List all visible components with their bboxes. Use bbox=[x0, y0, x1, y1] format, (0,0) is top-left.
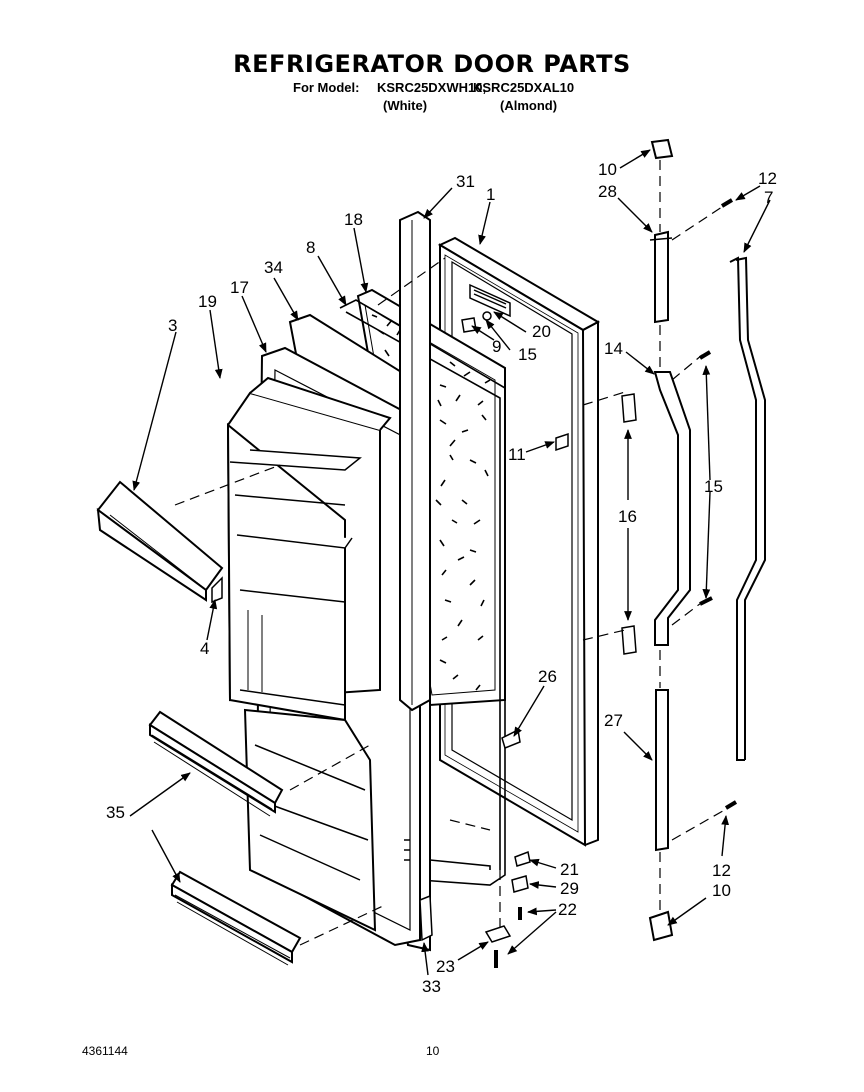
screw-icon bbox=[724, 800, 738, 810]
callout-1: 1 bbox=[486, 185, 495, 204]
door-handle-assembly bbox=[648, 138, 691, 942]
callout-17: 17 bbox=[230, 278, 249, 297]
liner-rivet-icon bbox=[404, 839, 410, 861]
clip-icon bbox=[555, 432, 569, 452]
callout-4: 4 bbox=[200, 639, 209, 658]
lower-trim-strip bbox=[419, 894, 433, 942]
callout-33: 33 bbox=[422, 977, 441, 996]
door-gasket bbox=[339, 299, 506, 886]
callout-22: 22 bbox=[558, 900, 577, 919]
handle-trim-strip bbox=[729, 256, 766, 761]
screw-icon bbox=[482, 311, 492, 321]
callout-16: 16 bbox=[618, 507, 637, 526]
model-prefix: For Model: bbox=[293, 80, 360, 95]
callout-26: 26 bbox=[538, 667, 557, 686]
callout-3: 3 bbox=[168, 316, 177, 335]
dairy-hinge-icon bbox=[211, 576, 223, 604]
page-title: REFRIGERATOR DOOR PARTS bbox=[233, 50, 631, 78]
door-shelf-unit bbox=[226, 376, 392, 722]
door-trim-strip bbox=[399, 210, 431, 712]
callout-23: 23 bbox=[436, 957, 455, 976]
plug-icon bbox=[461, 317, 477, 333]
document-number: 4361144 bbox=[82, 1044, 128, 1058]
bushing-icon bbox=[514, 850, 531, 867]
callout-12-top: 12 bbox=[758, 169, 777, 188]
callout-15: 15 bbox=[518, 345, 537, 364]
callout-31: 31 bbox=[456, 172, 475, 191]
callout-8: 8 bbox=[306, 238, 315, 257]
screw-icon bbox=[720, 198, 734, 208]
callout-9: 9 bbox=[492, 337, 501, 356]
callout-27: 27 bbox=[604, 711, 623, 730]
callout-34: 34 bbox=[264, 258, 283, 277]
color-almond: (Almond) bbox=[500, 98, 558, 113]
handle-pad-lower bbox=[621, 625, 637, 655]
lower-shelf-unit bbox=[243, 708, 377, 932]
callout-28: 28 bbox=[598, 182, 617, 201]
page-number: 10 bbox=[426, 1044, 440, 1058]
callout-29: 29 bbox=[560, 879, 579, 898]
hinge-plate bbox=[469, 283, 511, 318]
door-bin-lower bbox=[170, 870, 302, 966]
dairy-compartment-door bbox=[96, 480, 224, 602]
door-bin-upper bbox=[148, 710, 284, 817]
callout-labels: 31 1 18 8 34 17 19 3 20 9 15 11 4 26 35 … bbox=[106, 160, 777, 996]
callout-7: 7 bbox=[764, 188, 773, 207]
callout-14: 14 bbox=[604, 339, 623, 358]
model-number-white: KSRC25DXWH10, bbox=[377, 80, 487, 95]
bottom-hinge-icon bbox=[484, 925, 512, 943]
callout-10-bottom: 10 bbox=[712, 881, 731, 900]
callout-21: 21 bbox=[560, 860, 579, 879]
screw-icon bbox=[698, 350, 712, 360]
leader-arrows bbox=[129, 149, 771, 976]
callout-11: 11 bbox=[508, 445, 526, 464]
handle-pad-upper bbox=[621, 393, 637, 423]
callout-15-right: 15 bbox=[704, 477, 723, 496]
color-white: (White) bbox=[383, 98, 428, 113]
shim-icon bbox=[511, 875, 529, 893]
model-number-almond: KSRC25DXAL10 bbox=[473, 80, 575, 95]
callout-12-bottom: 12 bbox=[712, 861, 731, 880]
callout-20: 20 bbox=[532, 322, 551, 341]
callout-18: 18 bbox=[344, 210, 363, 229]
callout-10-top: 10 bbox=[598, 160, 617, 179]
callout-19: 19 bbox=[198, 292, 217, 311]
callout-35: 35 bbox=[106, 803, 125, 822]
alignment-lines bbox=[174, 160, 729, 946]
